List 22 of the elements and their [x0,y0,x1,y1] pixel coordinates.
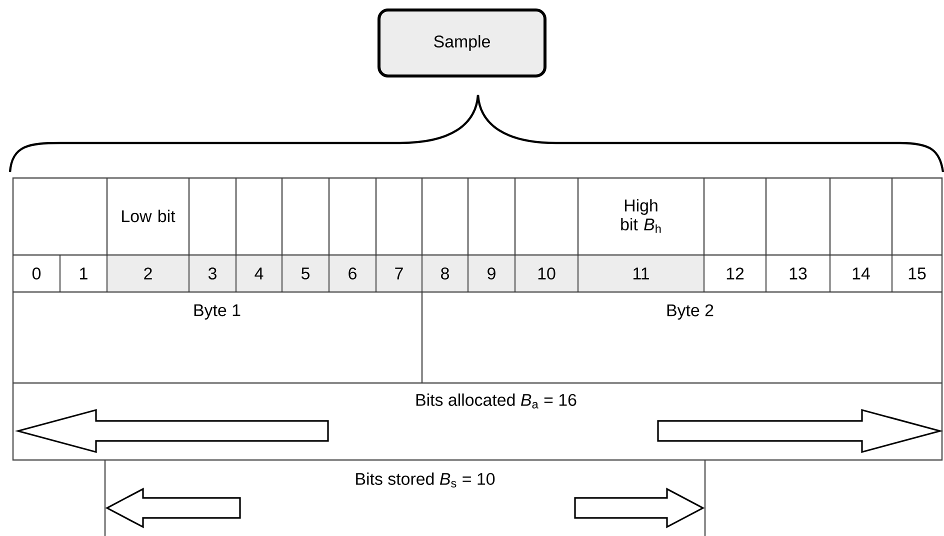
table-cell: 13 [766,256,830,291]
table-cell: 14 [830,256,892,291]
table-cell: High bit B$_{h}$ [621,199,661,233]
table-cell: 7 [376,256,422,291]
table-cell: 2 [108,256,188,291]
table-cell: 9 [468,256,514,291]
table-cell: 15 [892,256,942,291]
table-cell: 10 [516,256,578,291]
sample-box: Sample [378,8,546,78]
table-cell: 3 [190,256,236,291]
table-cell: 6 [330,256,376,291]
table-cell: 0 [14,256,60,291]
table-cell: 5 [282,256,328,291]
table-cell: 1 [60,256,106,291]
table-cell: Byte 2 [667,304,714,320]
table-cell: 8 [422,256,468,291]
table-cell: Byte 1 [194,304,240,320]
table-cell: 12 [704,256,766,291]
table-cell: Low bit [122,210,176,222]
table-cell: 4 [236,256,282,291]
dimension-label: Bits allocated B$_{a}$ = 16 [416,394,576,408]
dimension-label: Bits stored B$_{s}$ = 10 [356,472,495,488]
